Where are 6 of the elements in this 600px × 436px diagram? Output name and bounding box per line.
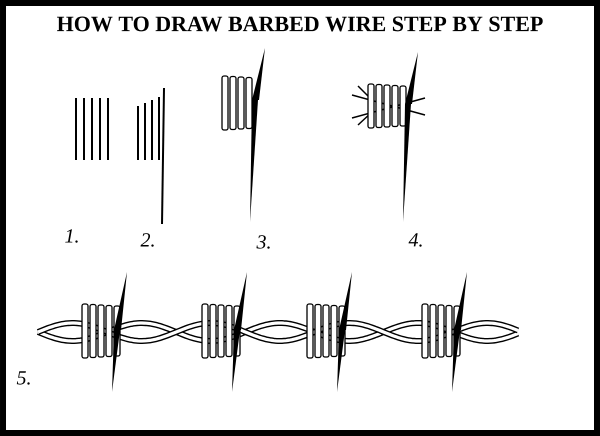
step-number: 4. [408, 233, 422, 247]
step-number: 2. [140, 233, 154, 247]
step-number: 3. [256, 235, 270, 249]
step-number: 1. [65, 229, 78, 243]
step-number: 5. [16, 371, 30, 385]
title: HOW TO DRAW BARBED WIRE STEP BY STEP [57, 16, 543, 32]
